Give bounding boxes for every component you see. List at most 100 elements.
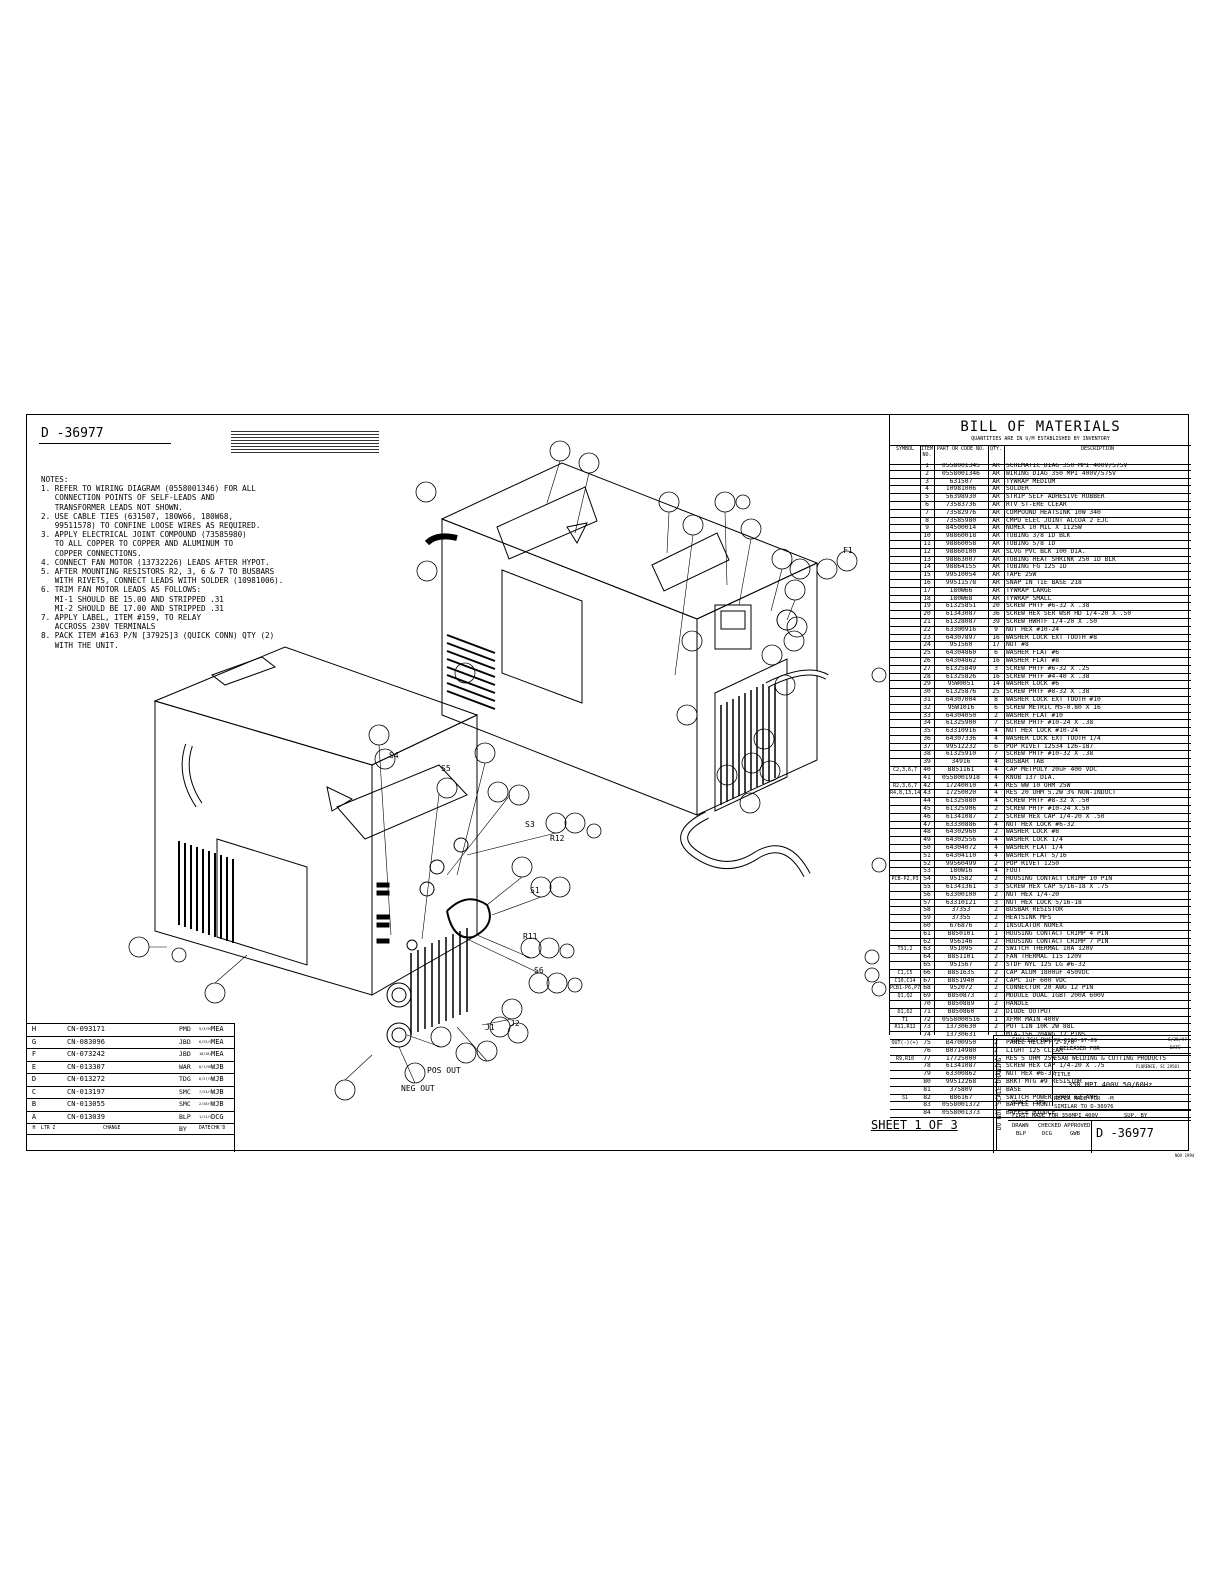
bom-part-no: 64307336 <box>945 735 977 742</box>
rev-change-number: CN-013307 <box>67 1062 105 1071</box>
bom-item-no: 48 <box>923 829 931 836</box>
rev-date: 7/24/96 <box>199 1089 211 1094</box>
bom-qty: 36 <box>992 611 1000 618</box>
bom-part-no: 95W0051 <box>947 681 975 688</box>
bom-item-no: 27 <box>923 665 931 672</box>
note-line: COPPER CONNECTIONS. <box>41 548 142 558</box>
bom-item-no: 71 <box>923 1008 931 1015</box>
bom-title: BILL OF MATERIALS <box>960 419 1121 435</box>
bom-qty: AR <box>992 587 1000 594</box>
proprietary-notice-block <box>231 431 379 453</box>
bom-item-no: 16 <box>923 579 931 586</box>
bom-part-no: 37580V <box>949 1086 973 1093</box>
bom-qty: 2 <box>994 712 998 719</box>
rev-letter: C <box>31 1087 37 1096</box>
bom-item-no: 15 <box>923 572 931 579</box>
bom-qty: 2 <box>994 1055 998 1062</box>
bom-description: INSULATOR NOMEX <box>1006 923 1063 930</box>
bom-item-no: 44 <box>923 798 931 805</box>
bom-symbol: S1 <box>901 1094 909 1101</box>
bom-item-no: 54 <box>923 876 931 883</box>
bom-part-no: 64304072 <box>945 845 977 852</box>
note-line: 6. TRIM FAN MOTOR LEADS AS FOLLOWS: <box>41 585 202 595</box>
bom-symbol: TS1,2 <box>897 946 913 953</box>
note-line: NOTES: <box>41 475 69 484</box>
bom-symbol: C10,C14 <box>894 977 916 984</box>
note-line: CONNECTION POINTS OF SELF-LEADS AND <box>41 493 215 503</box>
bom-part-no: 64302960 <box>945 829 977 836</box>
label-neg-out: NEG OUT <box>401 1084 435 1093</box>
bom-description: SCREW PHTF #8-32 X .38 <box>1006 689 1090 696</box>
bom-symbol: PCB-P2,P3 <box>891 876 919 883</box>
bom-part-no: B0714980 <box>945 1047 977 1054</box>
note-line: 8. PACK ITEM #163 P/N [37925]3 (QUICK CO… <box>41 631 275 641</box>
bom-part-no: B851940 <box>947 977 975 984</box>
revision-header-row: H LTR ZONE CHANGE BY DATE CHK'D <box>27 1124 234 1135</box>
bom-description: TUBING HEAT SHRINK 250 ID BLK <box>1006 556 1116 563</box>
bom-item-no: 61 <box>923 930 931 937</box>
bom-part-no: B851635 <box>947 969 975 976</box>
bom-part-no: 17250020 <box>945 790 977 797</box>
rev-header-ltr: H <box>32 1126 36 1131</box>
bom-part-no: 61341087 <box>945 1063 977 1070</box>
bom-qty: AR <box>992 478 1000 485</box>
bom-header-description: DESCRIPTION <box>1004 445 1191 465</box>
bom-qty: 3 <box>994 899 998 906</box>
note-line: 5. AFTER MOUNTING RESISTORS R2, 3, 6 & 7… <box>41 567 275 577</box>
bom-description: SWITCH POWER 600V 63 AMP <box>1006 1094 1097 1101</box>
bom-item-no: 34 <box>923 720 931 727</box>
rev-change-number: CN-093171 <box>67 1025 105 1033</box>
bom-qty: 4 <box>994 767 998 774</box>
bom-part-no: 37353 <box>951 907 971 914</box>
bom-qty: AR <box>992 517 1000 524</box>
bom-qty: 4 <box>994 728 998 735</box>
bom-qty: 1 <box>994 1016 998 1023</box>
left-vents <box>178 841 234 943</box>
bom-part-no: 0558001345 <box>942 463 980 469</box>
bom-description: STDF NYL 125 LG #6-32 <box>1006 962 1086 968</box>
bom-header-symbol: SYMBOL <box>890 445 920 465</box>
drawing-sheet: D -36977 NOTES:1. REFER TO WIRING DIAGRA… <box>26 414 1194 1158</box>
bom-qty: AR <box>992 595 1000 602</box>
bom-part-no: 34916 <box>951 759 971 766</box>
bom-part-no: 61325849 <box>945 665 977 672</box>
bom-item-no: 33 <box>923 712 931 719</box>
bom-description: WASHER LOCK EXT TOOTH #8 <box>1006 634 1097 641</box>
bom-part-no: 951567 <box>949 962 973 968</box>
rev-by: PMD <box>179 1025 191 1033</box>
bom-part-no: 952072 <box>949 985 973 992</box>
note-line: WITH RIVETS, CONNECT LEADS WITH SOLDER (… <box>41 576 284 586</box>
bom-description: SCREW PHTF #6-32 X .38 <box>1006 603 1090 610</box>
rev-date: 10/28/97 <box>199 1052 211 1056</box>
bom-qty: 2 <box>994 946 998 953</box>
bom-description: NOMEX 10 MIL X 1125W <box>1006 525 1082 532</box>
bom-item-no: 22 <box>923 626 931 633</box>
rev-change-number: CN-013039 <box>67 1112 105 1121</box>
bom-description: SCREW PHTF #10-32 X .38 <box>1006 751 1094 758</box>
bom-item-no: 84 <box>923 1110 931 1117</box>
leader-lines <box>149 460 796 1084</box>
